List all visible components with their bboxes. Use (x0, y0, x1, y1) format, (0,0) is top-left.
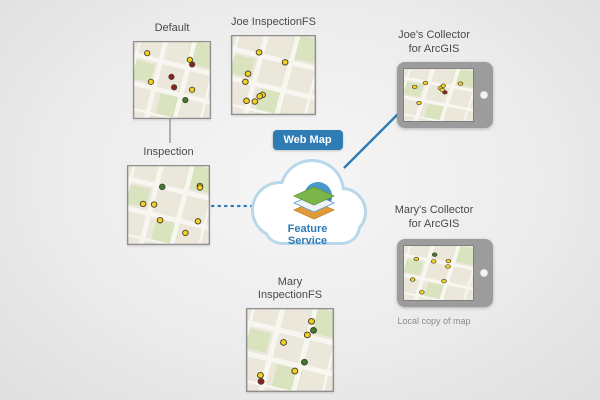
cloud-shape (251, 159, 367, 245)
joe-collector-label-line2: for ArcGIS (408, 43, 460, 55)
default-map-label: Default (154, 22, 190, 34)
mary-inspectionfs-label: Mary InspectionFS (257, 276, 323, 301)
feature-service-label-line1: Feature (287, 223, 328, 235)
web-map-badge: Web Map (272, 130, 343, 150)
joe-collector-label-line1: Joe's Collector (398, 29, 470, 41)
feature-service-label-line2: Service (287, 235, 328, 247)
node-mary-inspectionfs: Mary InspectionFS (215, 276, 359, 400)
mary-collector-label-line1: Mary's Collector (394, 204, 474, 216)
default-map-thumbnail (105, 13, 234, 147)
joe-inspectionfs-label: Joe InspectionFS (231, 16, 316, 28)
joe-collector-label: Joe's Collector for ArcGIS (380, 28, 488, 56)
feature-service-cloud: Web Map Feature Service (240, 130, 375, 270)
mary-inspectionfs-map-thumbnail (215, 277, 359, 400)
joe-collector-tablet (380, 50, 493, 140)
joe-tablet-screen-map (380, 50, 493, 140)
node-joe-inspectionfs: Joe InspectionFS (201, 6, 341, 143)
local-copy-caption: Local copy of map (397, 316, 471, 326)
mary-collector-tablet (380, 226, 493, 319)
feature-service-label: Feature Service (240, 223, 375, 247)
inspection-map-thumbnail (98, 136, 234, 273)
mary-collector-label: Mary's Collector for ArcGIS (380, 203, 488, 231)
mary-collector-label-line2: for ArcGIS (408, 218, 460, 230)
inspection-map-label: Inspection (143, 146, 194, 158)
mary-tablet-screen-map (380, 226, 493, 319)
layers-icon (293, 182, 335, 220)
node-default: Default (105, 13, 234, 147)
tablet-camera-button (480, 91, 488, 99)
joe-inspectionfs-map-thumbnail (201, 6, 341, 143)
tablet-camera-button (480, 269, 488, 277)
node-inspection: Inspection (98, 136, 234, 273)
